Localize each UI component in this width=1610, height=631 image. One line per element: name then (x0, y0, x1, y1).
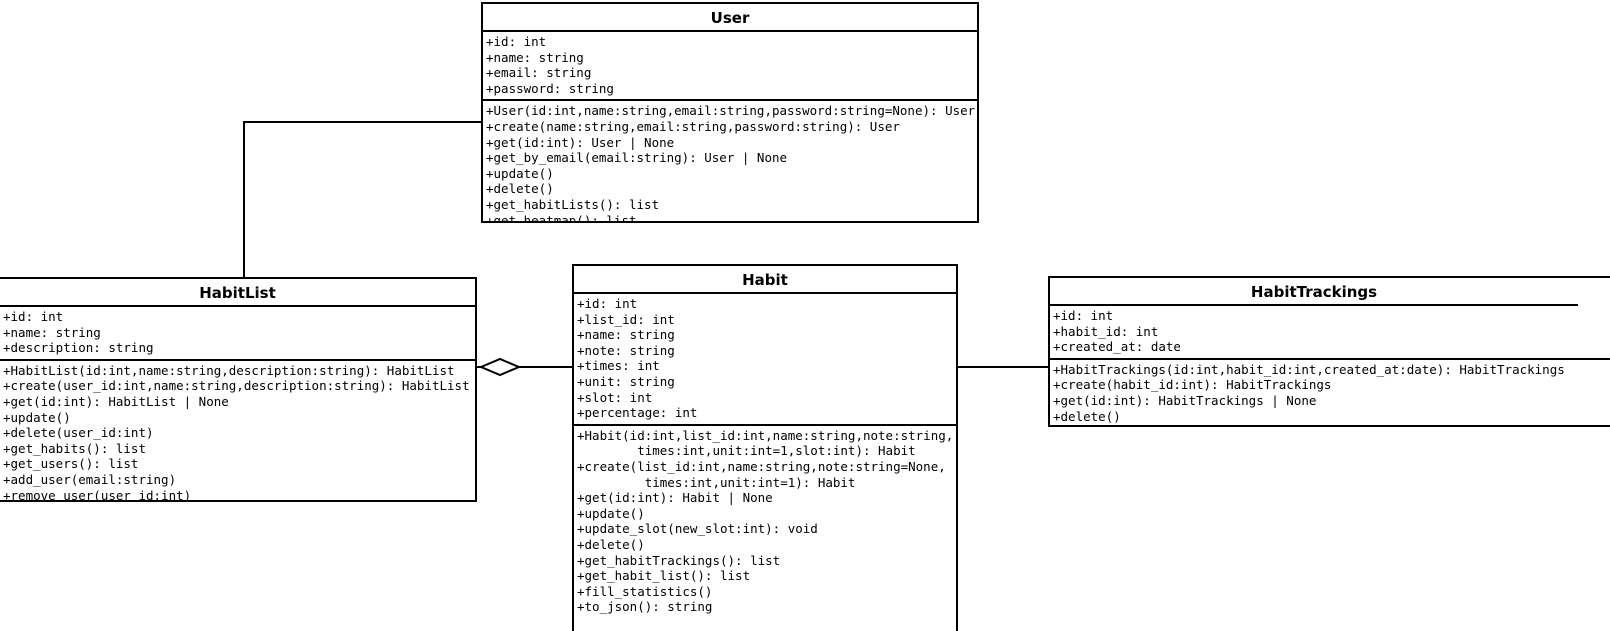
class-box-habitlist[interactable]: HabitList +id: int +name: string +descri… (0, 277, 477, 502)
attribute-row: +created_at: date (1053, 339, 1181, 355)
method-row: +User(id:int,name:string,email:string,pa… (486, 103, 976, 119)
method-row: +update() (577, 505, 645, 521)
attribute-row: +name: string (3, 324, 101, 340)
method-row: +update() (486, 165, 554, 181)
attribute-row: +id: int (486, 34, 547, 49)
method-row: +get_habit_list(): list (577, 568, 751, 584)
method-row: +get(id:int): HabitTrackings | None (1053, 392, 1317, 408)
attribute-row: +name: string (577, 327, 675, 343)
attribute-row: +password: string (486, 80, 614, 96)
method-row: +delete() (577, 536, 645, 552)
method-row: +get(id:int): Habit | None (577, 490, 773, 506)
class-title-habitlist: HabitList (0, 279, 475, 307)
method-row: +create(user_id:int,name:string,descript… (3, 378, 470, 394)
attribute-row: +id: int (3, 309, 64, 324)
method-row: +get_by_email(email:string): User | None (486, 150, 788, 166)
method-row: +delete() (1053, 408, 1121, 424)
class-title-habit: Habit (574, 266, 956, 294)
connector-user-habitlist-vertical (243, 121, 245, 279)
method-row: +fill_statistics() (577, 583, 713, 599)
attribute-row: +name: string (486, 49, 584, 65)
method-row: +to_json(): string (577, 599, 713, 615)
class-methods-habitlist: +HabitList(id:int,name:string,descriptio… (0, 358, 475, 502)
connector-habitlist-habit (476, 366, 574, 368)
class-box-habittrackings[interactable]: HabitTrackings +id: int +habit_id: int +… (1048, 276, 1610, 427)
method-row: +create(list_id:int,name:string,note:str… (577, 458, 946, 474)
attribute-row: +list_id: int (577, 311, 675, 327)
class-box-user[interactable]: User +id: int +name: string +email: stri… (481, 2, 979, 223)
method-row: +get_habitLists(): list (486, 196, 660, 212)
method-row: +get_users(): list (3, 456, 139, 472)
method-row: +update() (3, 409, 71, 425)
method-row: +get_habitTrackings(): list (577, 552, 781, 568)
class-methods-habittrackings: +HabitTrackings(id:int,habit_id:int,crea… (1050, 357, 1610, 425)
method-row: +HabitList(id:int,name:string,descriptio… (3, 362, 455, 378)
attribute-row: +slot: int (577, 389, 653, 405)
attribute-row: +habit_id: int (1053, 323, 1159, 339)
class-box-habit[interactable]: Habit +id: int +list_id: int +name: stri… (572, 264, 958, 631)
method-row: +create(habit_id:int): HabitTrackings (1053, 377, 1332, 393)
class-title-user: User (483, 4, 977, 32)
class-attributes-habit: +id: int +list_id: int +name: string +no… (574, 294, 956, 424)
attribute-row: +email: string (486, 65, 592, 81)
connector-habit-habittrackings (956, 366, 1050, 368)
method-row: +get_habits(): list (3, 440, 146, 456)
attribute-row: +note: string (577, 342, 675, 358)
method-row: times:int,unit:int=1,slot:int): Habit (577, 443, 916, 459)
attribute-row: +percentage: int (577, 405, 698, 421)
method-row: times:int,unit:int=1): Habit (577, 474, 856, 490)
method-row: +update_slot(new_slot:int): void (577, 521, 818, 537)
class-title-habittrackings: HabitTrackings (1050, 278, 1578, 306)
method-row: +remove_user(user_id:int) (3, 487, 192, 502)
method-row: +Habit(id:int,list_id:int,name:string,no… (577, 427, 954, 443)
class-attributes-habittrackings: +id: int +habit_id: int +created_at: dat… (1050, 306, 1610, 358)
class-methods-habit: +Habit(id:int,list_id:int,name:string,no… (574, 423, 956, 618)
attribute-row: +times: int (577, 358, 660, 374)
method-row: +get(id:int): HabitList | None (3, 393, 229, 409)
method-row: +get_heatmap(): list (486, 212, 637, 223)
method-row: +get(id:int): User | None (486, 134, 675, 150)
method-row: +delete() (486, 181, 554, 197)
class-methods-user: +User(id:int,name:string,email:string,pa… (483, 99, 977, 223)
attribute-row: +unit: string (577, 373, 675, 389)
attribute-row: +id: int (577, 296, 638, 311)
class-attributes-habitlist: +id: int +name: string +description: str… (0, 307, 475, 359)
class-attributes-user: +id: int +name: string +email: string +p… (483, 32, 977, 100)
aggregation-diamond-icon (480, 357, 520, 377)
attribute-row: +id: int (1053, 308, 1114, 323)
method-row: +delete(user_id:int) (3, 425, 154, 441)
connector-user-habitlist-horizontal (243, 121, 483, 123)
method-row: +HabitTrackings(id:int,habit_id:int,crea… (1053, 361, 1565, 377)
method-row: +add_user(email:string) (3, 471, 177, 487)
attribute-row: +description: string (3, 340, 154, 356)
method-row: +create(name:string,email:string,passwor… (486, 118, 900, 134)
